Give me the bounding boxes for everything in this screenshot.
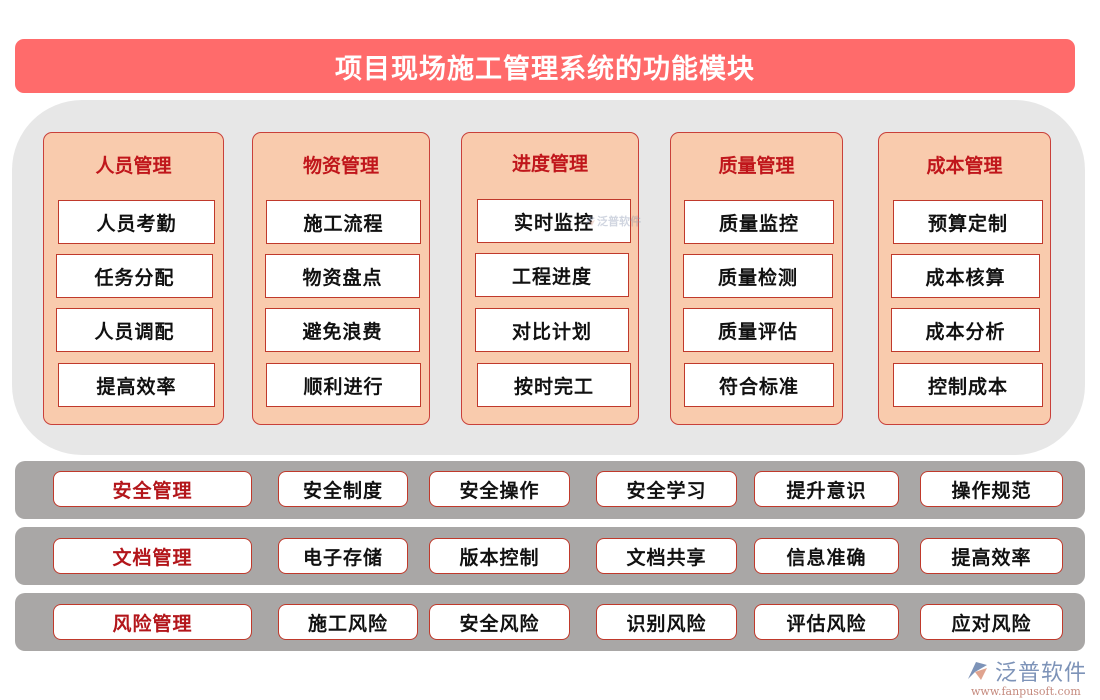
row-item: 信息准确	[754, 538, 899, 574]
row-item: 文档共享	[596, 538, 737, 574]
module-item: 物资盘点	[265, 254, 420, 298]
module-item: 质量评估	[683, 308, 833, 352]
row-item: 评估风险	[754, 604, 899, 640]
module-item: 成本分析	[891, 308, 1040, 352]
row-item: 版本控制	[429, 538, 570, 574]
module-item: 对比计划	[475, 308, 629, 352]
module-item: 质量监控	[684, 200, 834, 244]
row-item: 提高效率	[920, 538, 1063, 574]
row-item: 安全制度	[278, 471, 408, 507]
row-item: 安全学习	[596, 471, 737, 507]
row-item: 应对风险	[920, 604, 1063, 640]
brand-logo: 泛普软件 www.fanpusoft.com	[965, 655, 1095, 698]
row-title-risk: 风险管理	[53, 604, 252, 640]
module-title: 成本管理	[926, 155, 1003, 177]
fanpu-watermark-icon	[585, 216, 595, 226]
module-item: 避免浪费	[265, 308, 420, 352]
page-title: 项目现场施工管理系统的功能模块	[335, 53, 755, 85]
module-title: 质量管理	[718, 155, 795, 177]
row-item: 识别风险	[596, 604, 737, 640]
watermark: 泛普软件	[583, 213, 641, 229]
module-column-schedule: 进度管理 实时监控 工程进度 对比计划 按时完工	[461, 132, 639, 425]
module-item: 按时完工	[477, 363, 631, 407]
row-item: 提升意识	[754, 471, 899, 507]
module-item: 工程进度	[475, 253, 629, 297]
module-column-materials: 物资管理 施工流程 物资盘点 避免浪费 顺利进行	[252, 132, 430, 425]
module-item: 人员调配	[56, 308, 213, 352]
module-item: 质量检测	[683, 254, 833, 298]
module-item: 提高效率	[58, 363, 215, 407]
watermark-text: 泛普软件	[597, 215, 641, 228]
module-item: 控制成本	[893, 363, 1043, 407]
module-item: 预算定制	[893, 200, 1043, 244]
row-item: 施工风险	[278, 604, 418, 640]
module-item: 顺利进行	[266, 363, 421, 407]
row-title-documents: 文档管理	[53, 538, 252, 574]
module-column-personnel: 人员管理 人员考勤 任务分配 人员调配 提高效率	[43, 132, 224, 425]
module-item: 成本核算	[891, 254, 1040, 298]
module-item: 符合标准	[684, 363, 834, 407]
row-item: 操作规范	[920, 471, 1063, 507]
fanpu-logo-icon	[968, 662, 987, 680]
module-item: 实时监控	[477, 199, 631, 243]
logo-url: www.fanpusoft.com	[971, 685, 1081, 698]
module-title: 人员管理	[95, 155, 172, 177]
module-column-quality: 质量管理 质量监控 质量检测 质量评估 符合标准	[670, 132, 843, 425]
row-item: 安全操作	[429, 471, 570, 507]
logo-name: 泛普软件	[995, 661, 1088, 686]
module-title: 物资管理	[302, 155, 379, 177]
module-column-cost: 成本管理 预算定制 成本核算 成本分析 控制成本	[878, 132, 1051, 425]
title-bar: 项目现场施工管理系统的功能模块	[15, 39, 1075, 93]
module-item: 人员考勤	[58, 200, 215, 244]
module-title: 进度管理	[511, 153, 588, 175]
row-title-safety: 安全管理	[53, 471, 252, 507]
row-item: 电子存储	[278, 538, 408, 574]
module-item: 任务分配	[56, 254, 213, 298]
module-item: 施工流程	[266, 200, 421, 244]
row-item: 安全风险	[429, 604, 570, 640]
